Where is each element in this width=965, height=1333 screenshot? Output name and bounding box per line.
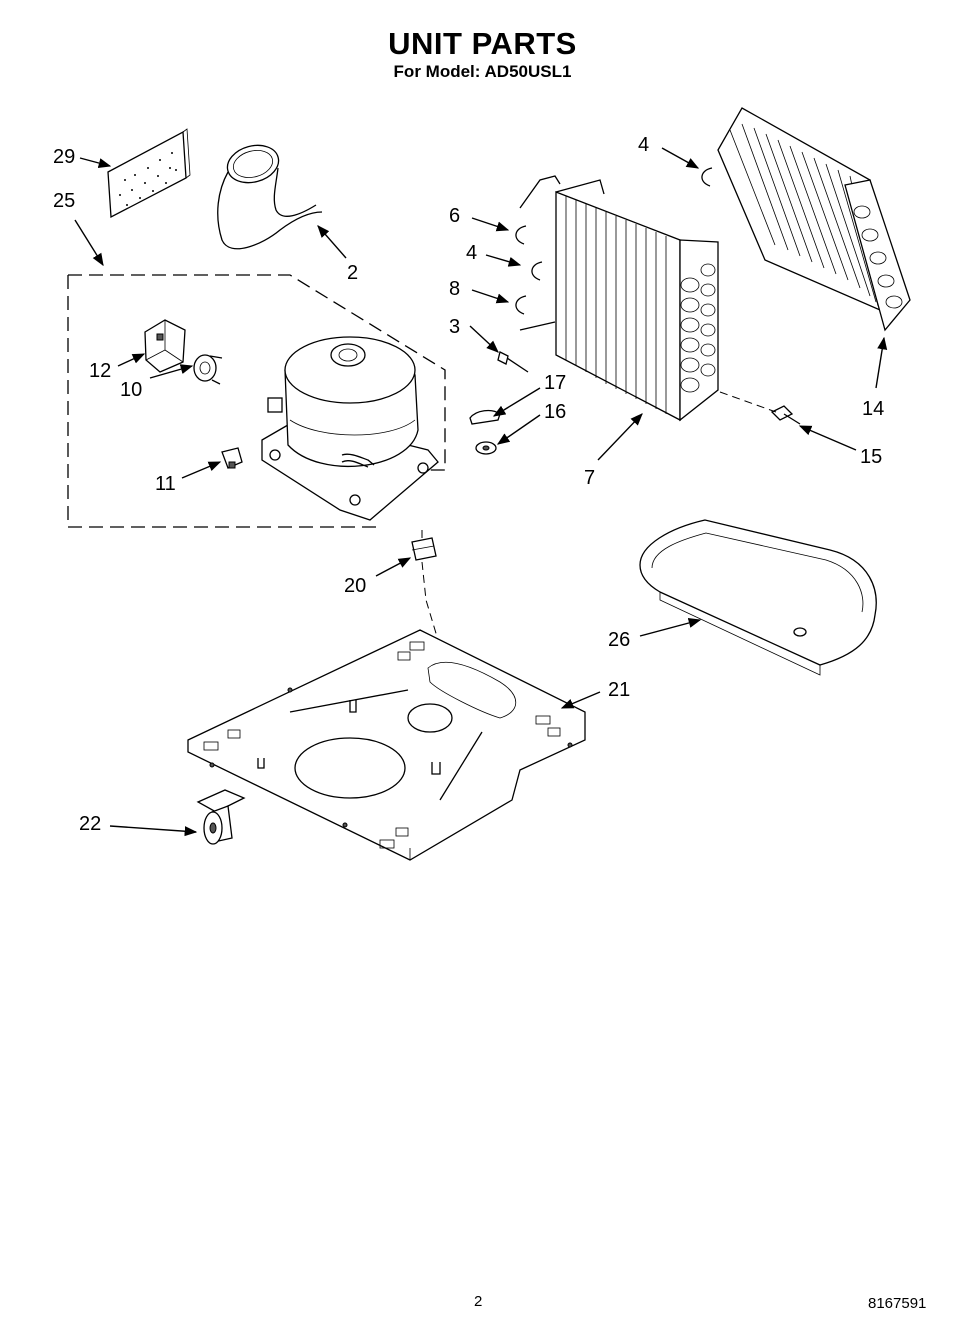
compressor [261, 336, 439, 521]
part-21-base-plate [187, 629, 586, 861]
callout-21: 21 [608, 679, 631, 701]
part-8-clamp [515, 295, 527, 315]
callout-15: 15 [860, 446, 883, 468]
callout-10: 10 [120, 379, 143, 401]
callout-14: 14 [862, 398, 885, 420]
callout-3: 3 [449, 316, 461, 338]
callout-25: 25 [53, 190, 76, 212]
callout-8: 8 [449, 278, 461, 300]
callout-17: 17 [544, 372, 567, 394]
part-6-clamp [515, 225, 527, 245]
callout-29: 29 [53, 146, 76, 168]
part-4-clamp-top [701, 167, 713, 187]
callout-12: 12 [89, 360, 112, 382]
callout-4-top: 4 [638, 134, 650, 156]
part-17-clip [469, 409, 501, 425]
callout-22: 22 [79, 813, 102, 835]
callout-2: 2 [347, 262, 359, 284]
page-title: UNIT PARTS [388, 26, 577, 61]
part-4-clamp [531, 261, 543, 281]
document-number: 8167591 [868, 1295, 927, 1312]
part-15-bolt [770, 405, 801, 425]
part-12-terminal-cover [144, 319, 186, 373]
callout-4: 4 [466, 242, 478, 264]
leader-lines [74, 147, 888, 837]
callout-7: 7 [584, 467, 596, 489]
assembly-25-outline [67, 274, 446, 528]
callout-26: 26 [608, 629, 631, 651]
page-number: 2 [474, 1293, 483, 1310]
callout-6: 6 [449, 205, 461, 227]
callout-20: 20 [344, 575, 367, 597]
callout-11: 11 [155, 473, 176, 495]
model-subtitle: For Model: AD50USL1 [393, 62, 572, 81]
part-7-condenser [519, 175, 719, 422]
part-10-overload [193, 354, 223, 385]
part-29-filter-panel [107, 128, 191, 219]
callout-16: 16 [544, 401, 567, 423]
part-22-caster [196, 789, 246, 845]
part-11-relay [221, 447, 243, 469]
part-16-grommet [475, 441, 497, 455]
part-26-drain-pan [639, 519, 877, 676]
part-20-mount [411, 537, 437, 561]
part-2-hose [217, 144, 323, 250]
part-3-screw [497, 351, 529, 373]
part-14-evaporator [717, 107, 911, 332]
